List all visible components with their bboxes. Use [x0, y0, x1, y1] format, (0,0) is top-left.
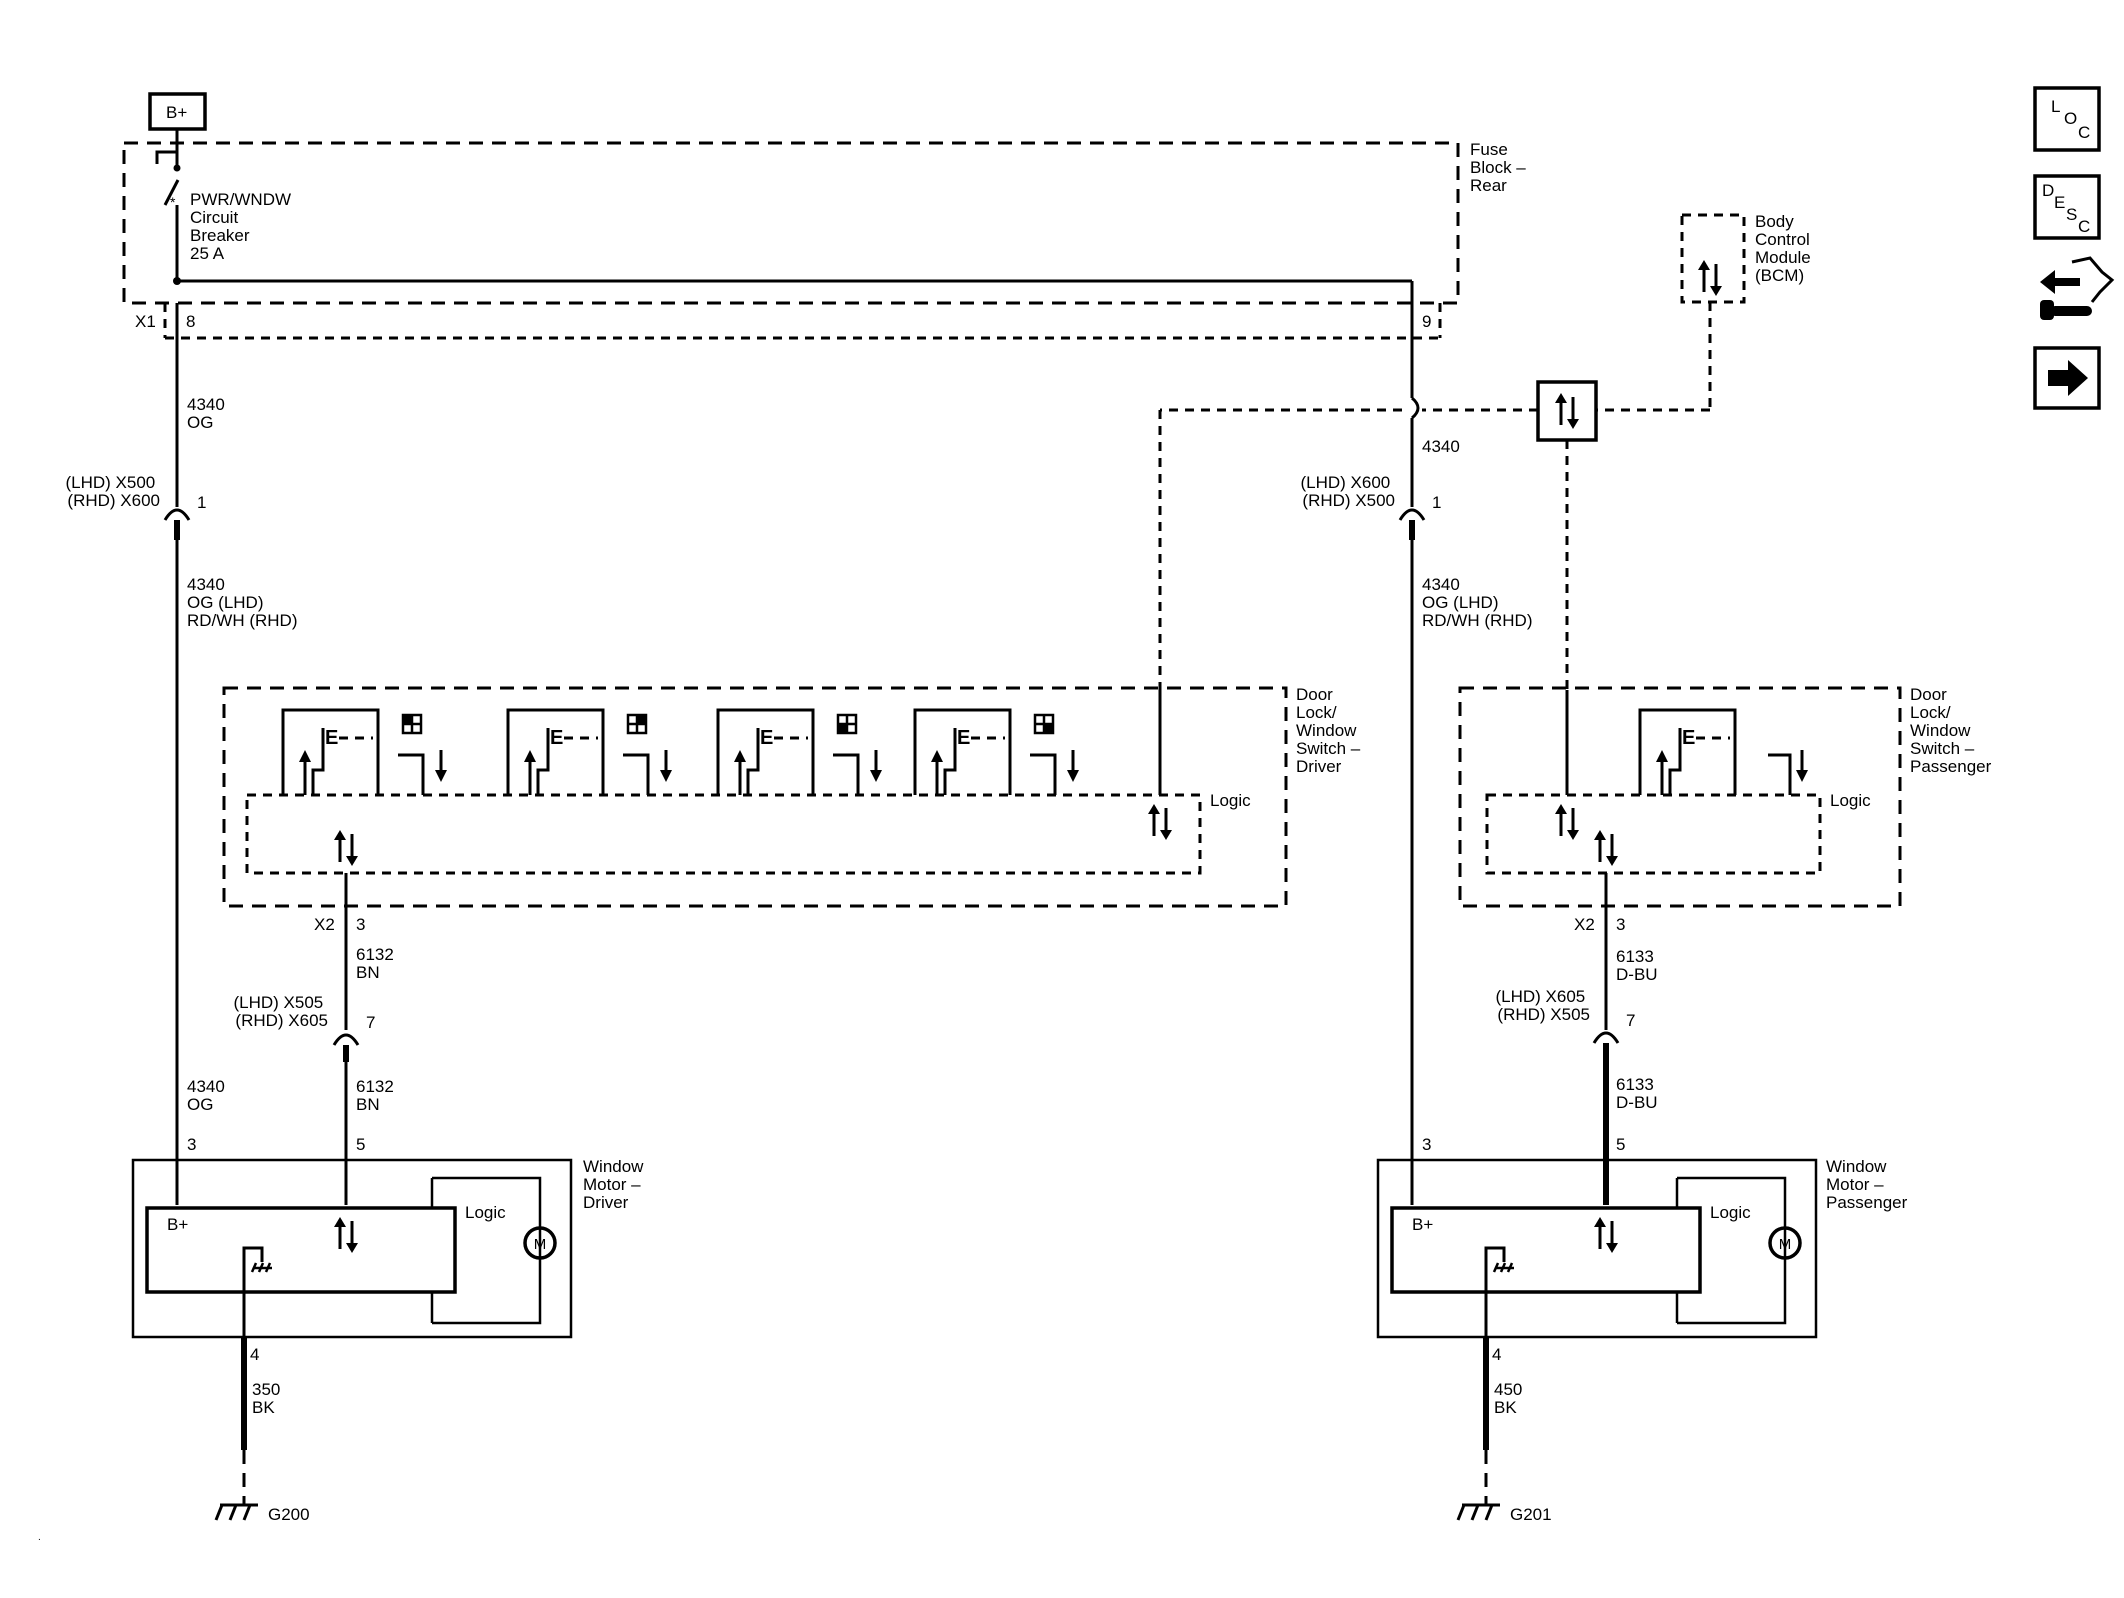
driver-wire-a-label: 6132 BN [356, 945, 399, 982]
passenger-motor-bplus: B+ [1412, 1215, 1433, 1234]
driver-signal-wire-lower [332, 1033, 360, 1205]
left-inline-connector: (LHD) X500 (RHD) X600 [66, 473, 161, 510]
fuse-block-name: Fuse Block – Rear [1470, 140, 1530, 195]
serial-data-bus [1158, 302, 1712, 795]
driver-motor-m: M [534, 1236, 547, 1253]
passenger-signal-wire-lower [1592, 1031, 1620, 1205]
window-motor-passenger [1376, 1158, 1818, 1365]
passenger-switch-inline-connector: (LHD) X605 (RHD) X505 [1496, 987, 1591, 1024]
driver-motor-pin-3: 3 [187, 1135, 196, 1154]
window-motor-driver [131, 1158, 573, 1365]
svg-text:C: C [2078, 123, 2090, 142]
passenger-switch-connector: X2 [1574, 915, 1595, 934]
right-inline-pin: 1 [1432, 493, 1441, 512]
passenger-switch-inline-pin: 7 [1626, 1011, 1635, 1030]
driver-ground-wire-label: 350 BK [252, 1380, 285, 1417]
driver-switch-inline-pin: 7 [366, 1013, 375, 1032]
circuit-breaker-symbol: * [155, 143, 181, 285]
svg-text:C: C [2078, 217, 2090, 236]
next-page-arrow-icon[interactable] [2033, 346, 2101, 410]
driver-switch-logic-label: Logic [1210, 791, 1251, 810]
driver-wire-b-label: 6132 BN [356, 1077, 399, 1114]
left-wire-mid-label: 4340 OG (LHD) RD/WH (RHD) [187, 575, 297, 630]
driver-window-switch-unit-4: E [913, 708, 1079, 795]
passenger-switch-pin: 3 [1616, 915, 1625, 934]
loc-icon[interactable]: L O C [2033, 86, 2101, 152]
ground-g200: G200 [268, 1505, 310, 1524]
driver-window-switch-unit-3: E [716, 708, 882, 795]
driver-ground-wire [214, 1337, 258, 1521]
passenger-motor-pin-5: 5 [1616, 1135, 1625, 1154]
svg-text:D: D [2042, 181, 2054, 200]
driver-ground-pin: 4 [250, 1345, 259, 1364]
body-control-module [1680, 213, 1746, 304]
fuse-block-outline [122, 141, 1460, 305]
driver-motor-logic: Logic [465, 1203, 506, 1222]
left-inline-pin: 1 [197, 493, 206, 512]
left-wire-bottom-label: 4340 OG [187, 1077, 230, 1114]
ground-g201: G201 [1510, 1505, 1552, 1524]
driver-motor-name: Window Motor – Driver [583, 1157, 648, 1212]
left-wire-top-label: 4340 OG [187, 395, 230, 432]
passenger-switch-name: Door Lock/ Window Switch – Passenger [1910, 685, 1992, 776]
passenger-ground-wire-label: 450 BK [1494, 1380, 1527, 1417]
right-wire-top-label: 4340 [1422, 437, 1460, 456]
passenger-wire-a-label: 6133 D-BU [1616, 947, 1659, 984]
left-feed-wire [163, 303, 191, 1205]
passenger-wire-b-label: 6133 D-BU [1616, 1075, 1659, 1112]
fuse-pin-9: 9 [1422, 312, 1431, 331]
svg-text:*: * [170, 194, 176, 210]
right-wire-mid-label: 4340 OG (LHD) RD/WH (RHD) [1422, 575, 1532, 630]
driver-motor-bplus: B+ [167, 1215, 188, 1234]
circuit-breaker-label: PWR/WNDW Circuit Breaker 25 A [190, 190, 296, 263]
driver-switch-connector: X2 [314, 915, 335, 934]
fuse-block-connector-x1: X1 [135, 312, 156, 331]
driver-switch-name: Door Lock/ Window Switch – Driver [1296, 685, 1365, 776]
connector-view-icon[interactable] [2040, 256, 2115, 320]
passenger-ground-wire [1456, 1337, 1500, 1521]
svg-text:E: E [957, 727, 970, 749]
svg-text:E: E [2054, 193, 2065, 212]
driver-switch-pin: 3 [356, 915, 365, 934]
svg-text:E: E [325, 727, 338, 749]
corner-mark: . [38, 1532, 41, 1543]
driver-switch-inline-connector: (LHD) X505 (RHD) X605 [234, 993, 329, 1030]
fuse-pin-8: 8 [186, 312, 195, 331]
driver-motor-pin-5: 5 [356, 1135, 365, 1154]
serial-data-splice [1536, 380, 1598, 442]
right-inline-connector: (LHD) X600 (RHD) X500 [1301, 473, 1396, 510]
svg-text:O: O [2064, 109, 2077, 128]
right-feed-wire [1398, 338, 1426, 1205]
fuse-block-rear: Fuse Block – Rear [122, 140, 1530, 340]
svg-text:E: E [760, 727, 773, 749]
passenger-motor-name: Window Motor – Passenger [1826, 1157, 1908, 1212]
passenger-motor-m: M [1779, 1236, 1792, 1253]
svg-text:E: E [550, 727, 563, 749]
bcm-name: Body Control Module (BCM) [1755, 212, 1816, 285]
passenger-ground-pin: 4 [1492, 1345, 1501, 1364]
passenger-motor-pin-3: 3 [1422, 1135, 1431, 1154]
door-lock-window-switch-passenger: Logic [1458, 686, 1902, 1030]
passenger-motor-logic: Logic [1710, 1203, 1751, 1222]
driver-window-switch-unit-1: E [281, 708, 447, 795]
svg-text:S: S [2066, 205, 2077, 224]
passenger-switch-logic-label: Logic [1830, 791, 1871, 810]
door-lock-window-switch-driver: Logic [222, 686, 1288, 1030]
driver-window-switch-unit-2: E [506, 708, 672, 795]
battery-supply-label: B+ [166, 103, 187, 122]
passenger-window-switch-unit: E [1638, 708, 1808, 795]
svg-text:L: L [2051, 97, 2060, 116]
svg-text:E: E [1682, 727, 1695, 749]
desc-icon[interactable]: D E S C [2033, 174, 2101, 240]
